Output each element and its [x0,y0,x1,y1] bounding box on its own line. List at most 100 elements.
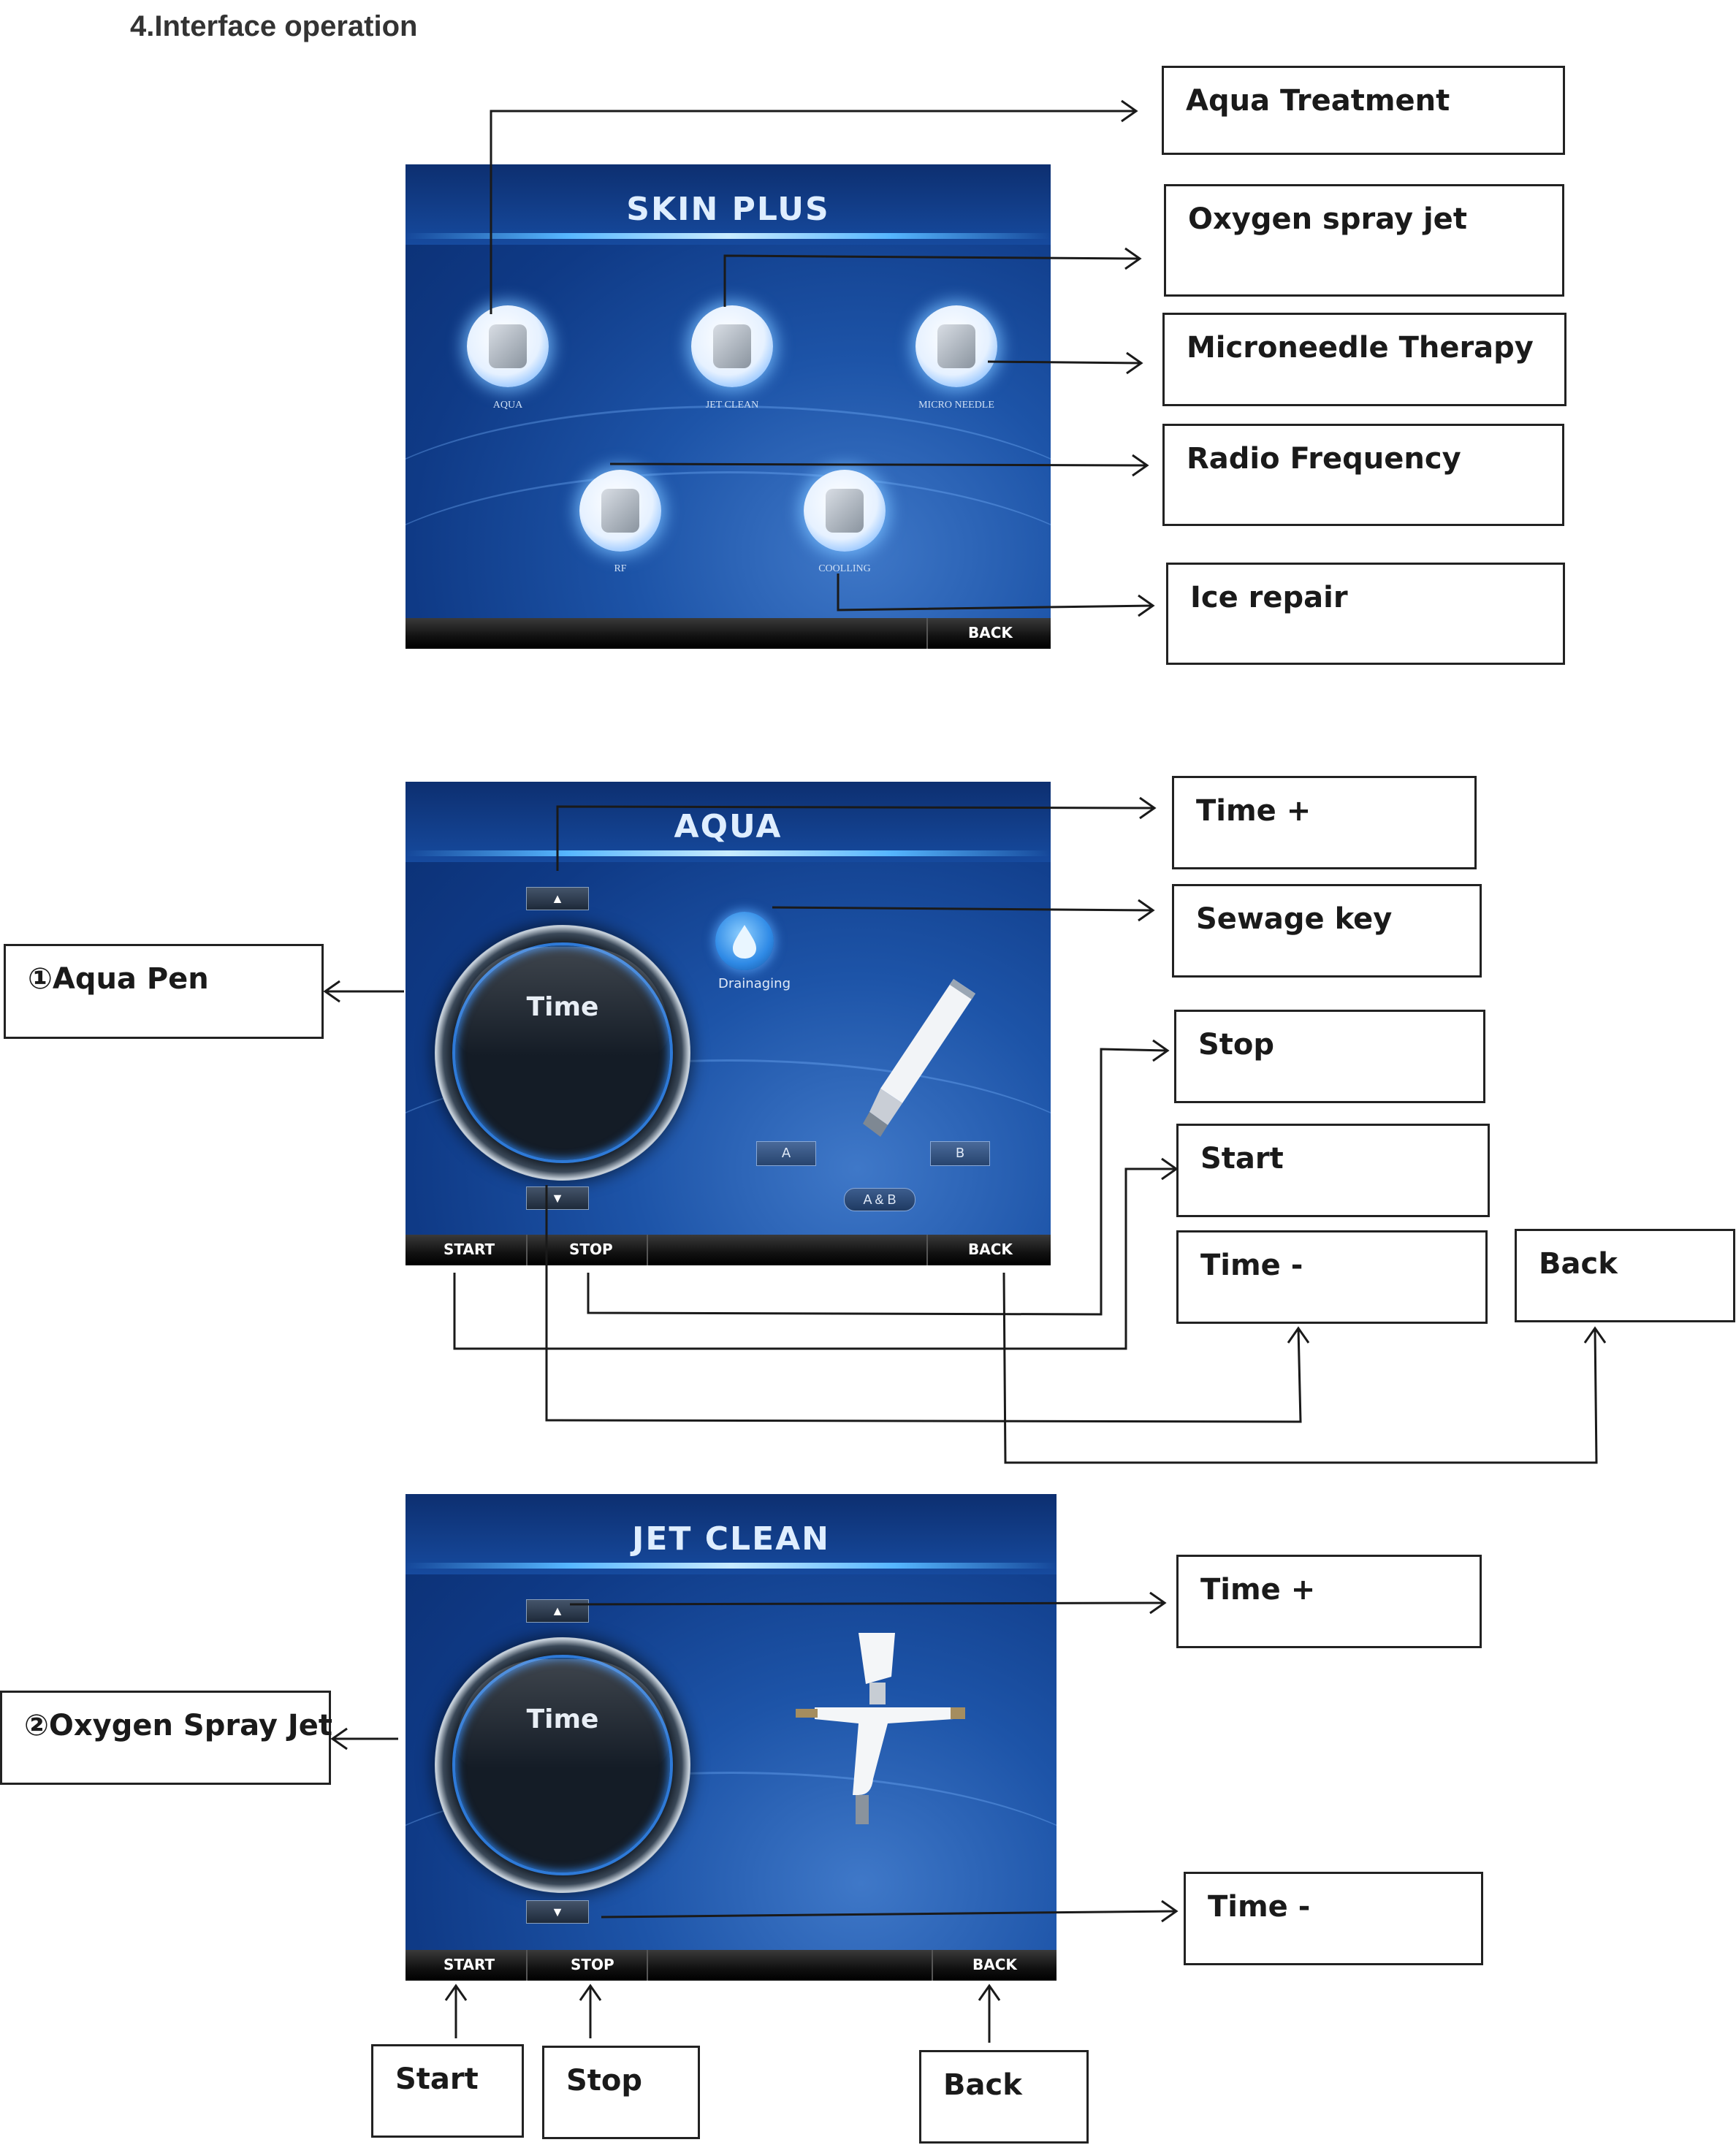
icon-caption: JET CLEAN [705,400,759,411]
bottom-bar: START STOP BACK [406,1950,1057,1981]
bar-divider [647,1950,648,1981]
skin-plus-screen: SKIN PLUS AQUA JET CLEAN MICRO NEEDLE RF… [406,164,1051,649]
stop-button[interactable]: STOP [569,1241,613,1258]
cooling-icon-button[interactable] [804,470,886,552]
screen-title: JET CLEAN [631,1520,831,1558]
label-text: Oxygen spray jet [1188,202,1467,236]
label-oxygen-spray-jet: Oxygen spray jet [1164,184,1564,297]
b-button[interactable]: B [930,1141,990,1166]
dial-label: Time [526,992,599,1022]
section-heading: 4.Interface operation [130,10,418,42]
label-stop: Stop [542,2046,700,2139]
label-stop: Stop [1174,1010,1485,1103]
bar-divider [647,1235,648,1265]
screen-header [406,782,1051,862]
label-back: Back [1515,1229,1735,1322]
label-ice-repair: Ice repair [1166,563,1565,665]
label-sewage-key: Sewage key [1172,884,1482,978]
screen-header [406,1494,1057,1574]
label-back: Back [919,2050,1089,2144]
screen-title: SKIN PLUS [626,191,830,228]
spray-gun-icon [713,324,751,368]
drain-button[interactable] [715,912,774,970]
bar-divider [526,1950,528,1981]
back-button[interactable]: BACK [968,1241,1013,1258]
time-up-button[interactable]: ▲ [526,887,589,910]
label-text: Back [943,2068,1022,2102]
header-glow-line [406,850,1051,856]
bar-divider [926,618,928,649]
icon-caption: RF [614,563,627,574]
aqua-pen-illustration [863,979,975,1137]
label-time-plus: Time + [1176,1555,1482,1648]
dial-sheen [457,1659,669,1769]
time-down-button[interactable]: ▼ [526,1186,589,1210]
spray-gun-illustration [796,1633,965,1824]
label-text: Back [1539,1247,1618,1281]
aqua-handpiece-icon [489,324,527,368]
a-and-b-button[interactable]: A & B [844,1188,915,1211]
label-text: Time + [1196,794,1311,828]
jet-clean-icon-button[interactable] [691,305,773,387]
label-radio-frequency: Radio Frequency [1162,424,1564,526]
back-button[interactable]: BACK [968,624,1013,641]
header-glow-line [406,1563,1057,1569]
label-text: Start [395,2062,479,2096]
microneedle-icon [937,324,975,368]
dial-ring [452,942,673,1163]
label-text: Sewage key [1196,902,1393,936]
cooling-head-icon [826,489,864,533]
label-aqua-treatment: Aqua Treatment [1162,66,1565,155]
label-oxygen-spray-jet: ②Oxygen Spray Jet [0,1691,332,1785]
back-button[interactable]: BACK [972,1956,1017,1973]
decorative-wave [406,1772,1057,1981]
label-text: ②Oxygen Spray Jet [24,1709,332,1742]
aqua-icon-button[interactable] [467,305,549,387]
drain-caption: Drainaging [718,976,791,991]
label-text: Time - [1208,1890,1311,1924]
screen-header [406,164,1051,245]
label-microneedle-therapy: Microneedle Therapy [1162,313,1566,406]
time-dial: Time [435,1637,690,1893]
time-down-button[interactable]: ▼ [526,1900,589,1924]
label-time-minus: Time - [1176,1230,1488,1324]
screen-title: AQUA [674,808,783,845]
bottom-bar: START STOP BACK [406,1235,1051,1265]
icon-caption: MICRO NEEDLE [918,400,994,411]
label-text: Stop [1198,1028,1275,1062]
bar-divider [526,1235,528,1265]
micro-needle-icon-button[interactable] [915,305,997,387]
label-start: Start [371,2044,524,2138]
time-dial: Time [435,925,690,1181]
a-button[interactable]: A [756,1141,816,1166]
label-text: Microneedle Therapy [1187,331,1534,365]
time-up-button[interactable]: ▲ [526,1599,589,1623]
aqua-screen: AQUA ▲ Time ▼ Drainaging A B A & B START… [406,782,1051,1265]
label-text: Time - [1200,1249,1303,1282]
start-button[interactable]: START [443,1241,495,1258]
decorative-wave [406,1059,1051,1265]
label-aqua-pen: ①Aqua Pen [4,944,324,1039]
label-time-minus: Time - [1184,1872,1483,1965]
bar-divider [932,1950,933,1981]
dial-sheen [457,947,669,1056]
label-text: Time + [1200,1573,1316,1607]
decorative-wave [406,471,1051,649]
bar-divider [926,1235,928,1265]
label-text: Radio Frequency [1187,442,1461,476]
rf-icon-button[interactable] [579,470,661,552]
decorative-wave [406,405,1051,649]
stop-button[interactable]: STOP [571,1956,614,1973]
icon-caption: AQUA [492,400,523,411]
start-button[interactable]: START [443,1956,495,1973]
dial-label: Time [526,1704,599,1734]
label-text: ①Aqua Pen [28,962,209,996]
rf-probe-icon [601,489,639,533]
water-drop-icon [733,925,756,959]
bottom-bar: BACK [406,618,1051,649]
label-text: Stop [566,2064,643,2098]
label-text: Ice repair [1190,581,1348,614]
dial-ring [452,1655,673,1875]
icon-caption: COOLLING [818,563,871,574]
